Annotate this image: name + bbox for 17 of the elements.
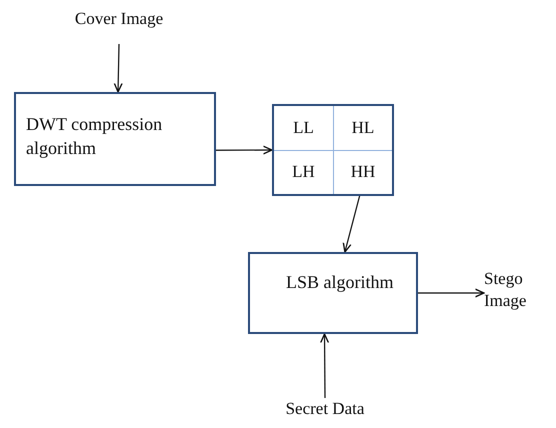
- arrow: [216, 146, 273, 155]
- subband-cell: HH: [334, 151, 392, 194]
- process-box: [248, 252, 418, 334]
- node-text: DWT compression algorithm: [26, 113, 164, 160]
- node-label: Stego Image: [484, 268, 548, 318]
- node-label: Cover Image: [64, 8, 174, 34]
- subband-cell: HL: [334, 106, 392, 151]
- arrow: [114, 44, 123, 93]
- arrow: [342, 194, 361, 253]
- subband-cell: LL: [274, 106, 334, 151]
- arrow: [320, 333, 330, 398]
- subband-grid: [272, 104, 394, 196]
- node-label: Secret Data: [272, 398, 378, 422]
- arrow: [418, 288, 485, 298]
- subband-cell: LH: [274, 151, 334, 194]
- node-text: LSB algorithm: [286, 271, 394, 294]
- process-box: [14, 92, 216, 186]
